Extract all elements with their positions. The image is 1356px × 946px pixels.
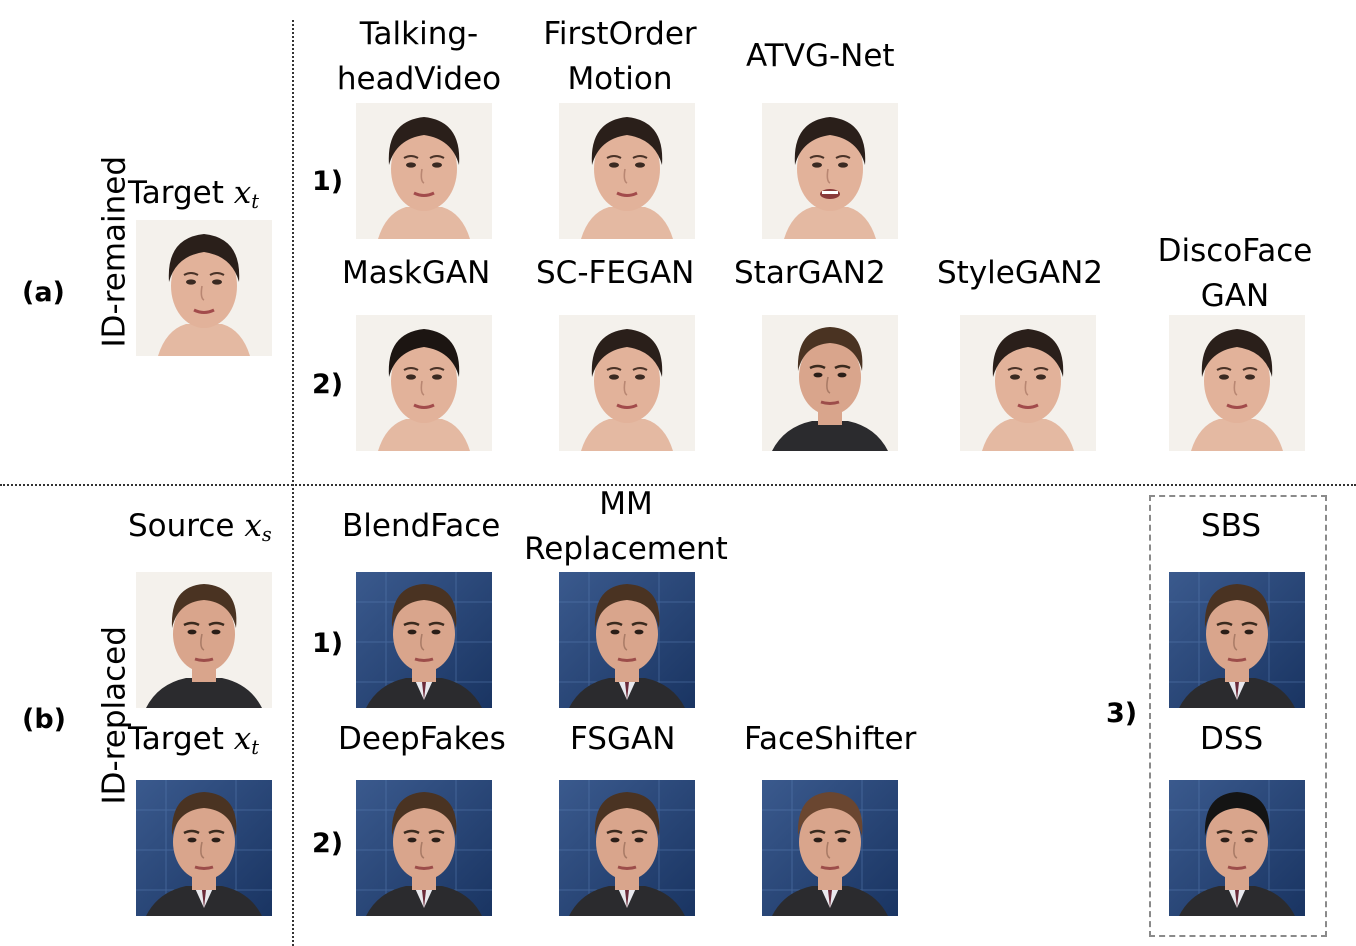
section-b-row2-number: 2) bbox=[312, 828, 344, 859]
section-a-target-label: Target xt bbox=[128, 171, 259, 216]
method-label-dss: DSS bbox=[1200, 721, 1264, 757]
source-variable: xs bbox=[244, 508, 272, 546]
face-portrait-icon bbox=[136, 220, 272, 356]
section-b-row3-number: 3) bbox=[1106, 698, 1138, 729]
method-label-blendface: BlendFace bbox=[342, 508, 501, 544]
section-b-source-label: Source xs bbox=[128, 504, 272, 549]
face-portrait-icon bbox=[762, 315, 898, 451]
news-face-dss bbox=[1169, 780, 1305, 916]
face-portrait-icon bbox=[1169, 572, 1305, 708]
method-label-fsgan: FSGAN bbox=[570, 721, 676, 757]
woman-face-maskgan bbox=[356, 315, 492, 451]
section-a-tag: (a) bbox=[22, 277, 65, 308]
section-b-row1-number: 1) bbox=[312, 628, 344, 659]
face-portrait-icon bbox=[762, 103, 898, 239]
news-face-fsgan bbox=[559, 780, 695, 916]
method-label-stargan2: StarGAN2 bbox=[734, 255, 886, 291]
section-b-target-label: Target xt bbox=[128, 717, 259, 762]
horizontal-divider bbox=[0, 484, 1356, 486]
face-portrait-icon bbox=[356, 103, 492, 239]
face-portrait-icon bbox=[559, 315, 695, 451]
vertical-divider bbox=[292, 20, 294, 946]
woman-face-stylegan2 bbox=[960, 315, 1096, 451]
woman-face-talkinghead bbox=[356, 103, 492, 239]
news-face-blendface bbox=[356, 572, 492, 708]
woman-face-discofacegan bbox=[1169, 315, 1305, 451]
section-a-rotated-label: ID-remained bbox=[96, 155, 133, 348]
section-a-row2-number: 2) bbox=[312, 369, 344, 400]
method-label-deepfakes: DeepFakes bbox=[338, 721, 506, 757]
news-face-deepfakes bbox=[356, 780, 492, 916]
face-portrait-icon bbox=[762, 780, 898, 916]
news-face-sbs bbox=[1169, 572, 1305, 708]
target-text: Target bbox=[128, 175, 234, 211]
method-label-discofacegan: DiscoFace GAN bbox=[1157, 233, 1313, 314]
face-portrait-icon bbox=[356, 315, 492, 451]
face-portrait-icon bbox=[136, 572, 272, 708]
face-portrait-icon bbox=[559, 103, 695, 239]
face-portrait-icon bbox=[559, 572, 695, 708]
target-variable: xt bbox=[233, 175, 259, 213]
method-label-faceshifter: FaceShifter bbox=[744, 721, 917, 757]
news-face-mmreplacement bbox=[559, 572, 695, 708]
face-portrait-icon bbox=[136, 780, 272, 916]
news-face-faceshifter bbox=[762, 780, 898, 916]
method-label-mmreplacement: MM Replacement bbox=[524, 486, 728, 567]
source-text: Source bbox=[128, 508, 245, 544]
method-label-talkinghead: Talking- headVideo bbox=[336, 16, 502, 97]
woman-target-image bbox=[136, 220, 272, 356]
news-target-image bbox=[136, 780, 272, 916]
method-label-sbs: SBS bbox=[1201, 508, 1262, 544]
section-b-rotated-label: ID-replaced bbox=[96, 626, 133, 805]
woman-face-scfegan bbox=[559, 315, 695, 451]
source-man-image bbox=[136, 572, 272, 708]
woman-face-firstorder bbox=[559, 103, 695, 239]
target-variable: xt bbox=[233, 721, 259, 759]
face-portrait-icon bbox=[559, 780, 695, 916]
face-portrait-icon bbox=[356, 780, 492, 916]
woman-face-atvg bbox=[762, 103, 898, 239]
face-portrait-icon bbox=[1169, 315, 1305, 451]
man-face-stargan2 bbox=[762, 315, 898, 451]
face-portrait-icon bbox=[960, 315, 1096, 451]
method-label-scfegan: SC-FEGAN bbox=[536, 255, 695, 291]
method-label-atvg: ATVG-Net bbox=[746, 38, 895, 74]
method-label-firstorder: FirstOrder Motion bbox=[543, 16, 697, 97]
section-b-tag: (b) bbox=[22, 704, 67, 735]
face-portrait-icon bbox=[1169, 780, 1305, 916]
face-portrait-icon bbox=[356, 572, 492, 708]
method-label-maskgan: MaskGAN bbox=[342, 255, 491, 291]
section-a-row1-number: 1) bbox=[312, 166, 344, 197]
method-label-stylegan2: StyleGAN2 bbox=[937, 255, 1104, 291]
target-text: Target bbox=[128, 721, 234, 757]
dss-sbs-group-box bbox=[1149, 495, 1327, 937]
